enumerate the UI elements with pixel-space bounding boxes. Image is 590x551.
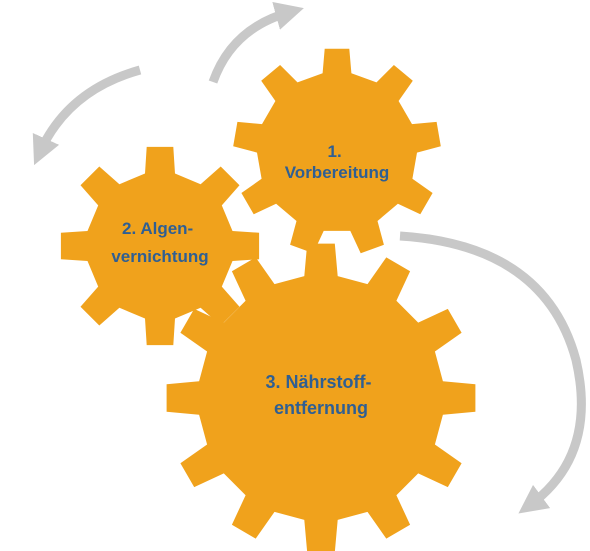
cycle-arrow-top-left [32,65,142,166]
gear-preparation: 1. Vorbereitung [233,48,441,254]
gear-1-label: 1. Vorbereitung [285,142,390,182]
gear-3-label-line-2: entfernung [274,398,368,418]
gear-1-label-line-2: Vorbereitung [285,163,390,182]
gear-1-label-line-1: 1. [328,142,342,161]
gear-nutrient-removal: 3. Nährstoff- entfernung [166,243,476,551]
gears-layer: 1. Vorbereitung 2. Algen- vernichtung 3.… [60,48,476,551]
gear-2-label-line-2: vernichtung [111,247,208,266]
gear-algae-removal: 2. Algen- vernichtung [60,146,260,346]
gear-2-shape [60,146,260,346]
gear-3-label-line-1: 3. Nährstoff- [265,372,371,392]
arrows-layer [32,1,586,514]
cycle-arrow-top-right [208,1,304,84]
cycle-arrow-right [399,231,586,514]
gear-3-shape [166,243,476,551]
gear-2-label-line-1: 2. Algen- [122,219,193,238]
gear-1-shape [233,48,441,254]
gear-2-label: 2. Algen- vernichtung [111,219,208,266]
gear-3-label: 3. Nährstoff- entfernung [265,372,376,418]
